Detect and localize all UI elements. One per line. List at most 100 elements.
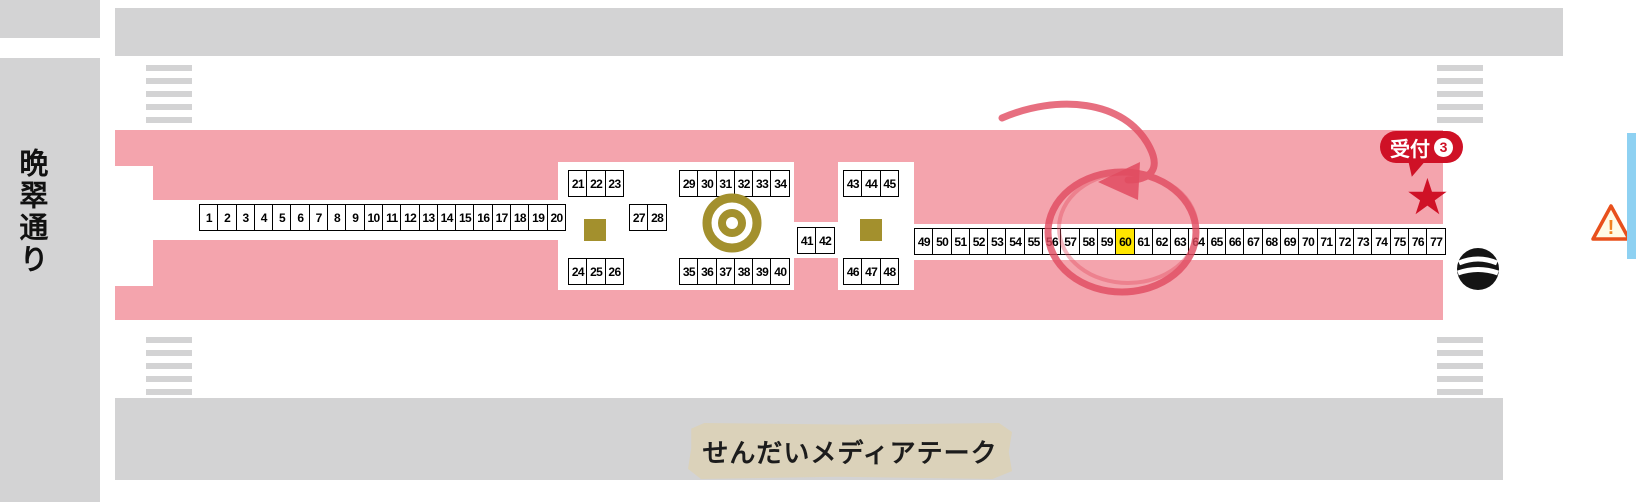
reception-star-icon: ★ [1405,169,1450,225]
bansui-street-road [0,58,100,502]
booth-60: 60 [1115,228,1136,255]
booth-77: 77 [1426,228,1447,255]
reception-badge-label: 受付 [1390,138,1430,161]
booth-57: 57 [1060,228,1081,255]
booth-69: 69 [1279,228,1300,255]
booth-43: 43 [843,170,863,197]
booth-44: 44 [861,170,882,197]
booth-6: 6 [290,204,311,231]
booth-21: 21 [568,170,588,197]
booth-48: 48 [879,258,900,285]
north-road [115,8,1563,56]
booth-25: 25 [586,258,607,285]
booth-53: 53 [987,228,1007,255]
booth-8: 8 [327,204,347,231]
booth-15: 15 [455,204,475,231]
booth-3: 3 [235,204,256,231]
reception-badge: 受付 3 [1380,131,1463,163]
booth-28: 28 [647,204,668,231]
booth-14: 14 [436,204,457,231]
booth-19: 19 [528,204,549,231]
booth-40: 40 [770,258,791,285]
booth-20: 20 [546,204,567,231]
booth-16: 16 [473,204,494,231]
booth-68: 68 [1261,228,1282,255]
booth-1: 1 [199,204,219,231]
booth-26: 26 [604,258,625,285]
gold-square-icon-a [584,219,606,241]
booth-33: 33 [752,170,772,197]
booth-18: 18 [510,204,530,231]
booth-75: 75 [1389,228,1410,255]
booth-49: 49 [914,228,934,255]
bansui-street-road-upper [0,0,100,38]
warning-triangle-icon: ! [1591,204,1631,241]
booth-46: 46 [843,258,863,285]
crosswalk-bottom-right [1437,330,1483,396]
booth-72: 72 [1334,228,1355,255]
booth-56: 56 [1042,228,1062,255]
booth-10: 10 [363,204,384,231]
booth-38: 38 [733,258,754,285]
crosswalk-bottom-left [146,330,192,396]
booth-9: 9 [345,204,366,231]
booth-11: 11 [381,204,402,231]
gold-square-icon-b [860,219,882,241]
booth-24: 24 [568,258,588,285]
reception-number-badge: 3 [1434,137,1453,157]
booth-42: 42 [815,227,836,254]
crosswalk-top-right [1437,58,1483,124]
booth-52: 52 [968,228,989,255]
booth-76: 76 [1408,228,1428,255]
booth-29: 29 [679,170,699,197]
booth-30: 30 [697,170,718,197]
booth-12: 12 [400,204,421,231]
booth-2: 2 [217,204,238,231]
building-label-text: せんだいメディアテーク [702,437,998,468]
booth-65: 65 [1206,228,1227,255]
booth-61: 61 [1133,228,1154,255]
booth-23: 23 [604,170,625,197]
booth-31: 31 [715,170,736,197]
building-label-sendai-mediatheque: せんだいメディアテーク [688,423,1012,479]
booth-58: 58 [1078,228,1099,255]
booth-55: 55 [1023,228,1044,255]
booth-27: 27 [629,204,649,231]
booth-35: 35 [679,258,699,285]
booth-4: 4 [253,204,274,231]
booth-37: 37 [715,258,736,285]
booth-47: 47 [861,258,882,285]
booth-17: 17 [491,204,512,231]
crosswalk-top-left [146,58,192,124]
booth-74: 74 [1371,228,1392,255]
booth-50: 50 [932,228,953,255]
booth-32: 32 [733,170,754,197]
booth-67: 67 [1243,228,1264,255]
booth-62: 62 [1151,228,1172,255]
booth-73: 73 [1353,228,1373,255]
booth-71: 71 [1316,228,1337,255]
booth-54: 54 [1005,228,1026,255]
booth-7: 7 [308,204,329,231]
booth-13: 13 [418,204,439,231]
booth-66: 66 [1225,228,1245,255]
booth-59: 59 [1096,228,1117,255]
booth-64: 64 [1188,228,1209,255]
booth-41: 41 [797,227,817,254]
booth-36: 36 [697,258,718,285]
booth-34: 34 [770,170,791,197]
booth-5: 5 [272,204,292,231]
booth-45: 45 [879,170,900,197]
booth-39: 39 [752,258,772,285]
